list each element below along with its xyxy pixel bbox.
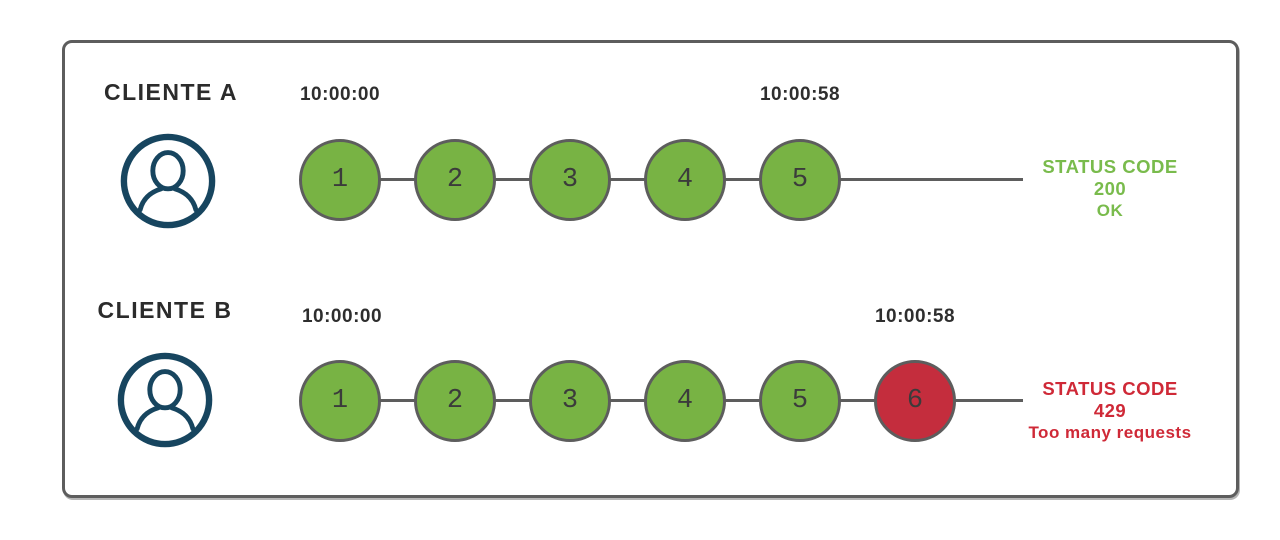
timestamp-end: 10:00:58 (874, 306, 956, 327)
request-circle-ok: 4 (644, 139, 726, 221)
request-circle-ok: 4 (644, 360, 726, 442)
user-circle-icon (116, 351, 214, 449)
status-code-line: STATUS CODE 429 (1042, 378, 1178, 421)
client-b-label: CLIENTE B (97, 297, 233, 323)
request-circle-blocked: 6 (874, 360, 956, 442)
timestamp-start: 10:00:00 (299, 84, 381, 105)
status-code-text: STATUS CODE 200 OK (1027, 156, 1193, 221)
request-circle-ok: 1 (299, 139, 381, 221)
timestamp-start: 10:00:00 (301, 306, 383, 327)
request-circle-ok: 2 (414, 139, 496, 221)
request-circle-ok: 5 (759, 139, 841, 221)
status-message-line: OK (1096, 201, 1124, 220)
client-a-label: CLIENTE A (103, 79, 239, 105)
status-code-text: STATUS CODE 429 Too many requests (1027, 378, 1193, 443)
request-circle-ok: 1 (299, 360, 381, 442)
status-message-line: Too many requests (1028, 423, 1192, 442)
status-code-line: STATUS CODE 200 (1042, 156, 1178, 199)
request-circle-ok: 5 (759, 360, 841, 442)
timestamp-end: 10:00:58 (759, 84, 841, 105)
user-circle-icon (119, 132, 217, 230)
request-circle-ok: 2 (414, 360, 496, 442)
request-circle-ok: 3 (529, 139, 611, 221)
request-circle-ok: 3 (529, 360, 611, 442)
